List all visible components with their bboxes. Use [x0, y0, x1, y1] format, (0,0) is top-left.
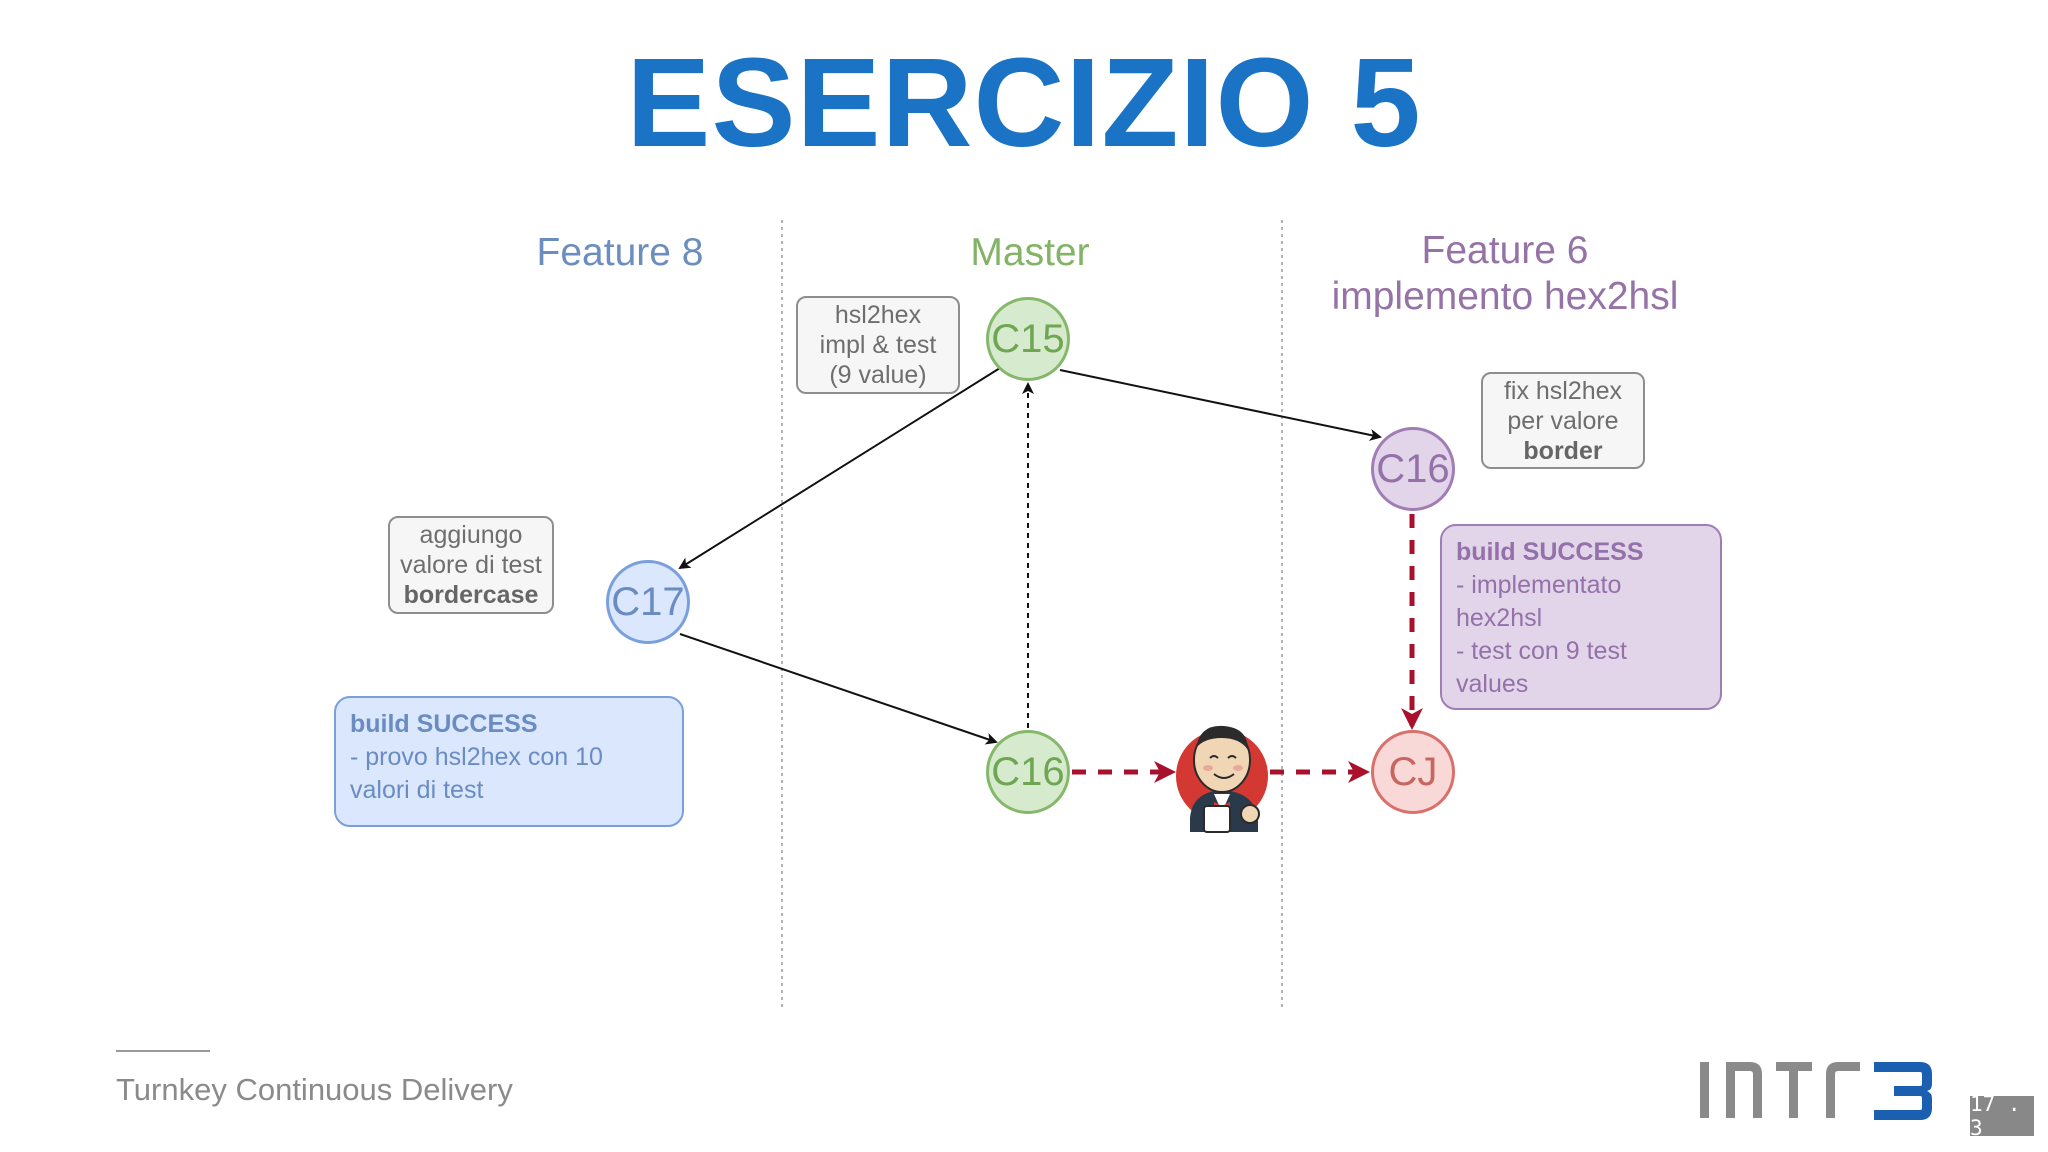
build-result-feature8-line2: valori di test — [350, 776, 484, 804]
commit-cj[interactable]: CJ — [1371, 730, 1455, 814]
edge-c15-c16-feature — [1059, 369, 1382, 441]
note-hsl2hex-line1: hsl2hex — [834, 301, 922, 329]
note-hsl2hex-line2: impl & test — [819, 331, 937, 359]
build-result-feature8-head: build SUCCESS — [350, 710, 538, 738]
edge-c15-c17 — [678, 367, 1001, 570]
note-hsl2hex-line3: (9 value) — [829, 361, 927, 389]
build-result-feature8-line1: - provo hsl2hex con 10 — [350, 743, 603, 771]
slide-title: ESERCIZIO 5 — [626, 32, 1422, 173]
jenkins-butler-icon — [1176, 725, 1268, 833]
note-aggiungo-line3: bordercase — [403, 581, 539, 609]
lane-label-feature8: Feature 8 — [536, 231, 704, 274]
footer-rule — [116, 1050, 210, 1052]
build-result-feature6-line4: values — [1456, 670, 1529, 698]
intr3-logo — [1700, 1062, 1932, 1120]
commit-c16-master[interactable]: C16 — [986, 730, 1070, 814]
note-fix-line3: border — [1523, 436, 1603, 465]
note-aggiungo-line2: valore di test — [400, 551, 542, 579]
note-aggiungo-line1: aggiungo — [419, 521, 523, 549]
note-fix-line2: per valore — [1507, 406, 1619, 435]
build-result-feature6-line2: hex2hsl — [1456, 604, 1543, 632]
commit-c15[interactable]: C15 — [986, 297, 1070, 381]
commit-c16-feature6[interactable]: C16 — [1371, 427, 1455, 511]
build-result-feature6-line3: - test con 9 test — [1456, 637, 1627, 665]
lane-label-feature6: Feature 6 implemento hex2hsl — [1300, 228, 1710, 320]
build-result-feature8: build SUCCESS - provo hsl2hex con 10 val… — [334, 696, 684, 827]
edge-c17-c16 — [679, 633, 998, 745]
note-fix-hsl2hex: fix hsl2hex per valore border — [1481, 372, 1645, 469]
lane-label-master: Master — [970, 231, 1090, 274]
page-number: 17 . 3 — [1970, 1092, 2034, 1140]
build-result-feature6-line1: - implementato — [1456, 571, 1622, 599]
build-result-feature6: build SUCCESS - implementato hex2hsl - t… — [1440, 524, 1722, 710]
lane-label-feature6-line2: implemento hex2hsl — [1331, 275, 1679, 318]
commit-c17[interactable]: C17 — [606, 560, 690, 644]
note-fix-line1: fix hsl2hex — [1503, 376, 1623, 405]
note-hsl2hex: hsl2hex impl & test (9 value) — [796, 296, 960, 394]
build-result-feature6-head: build SUCCESS — [1456, 538, 1644, 566]
footer-text: Turnkey Continuous Delivery — [116, 1072, 513, 1107]
note-aggiungo: aggiungo valore di test bordercase — [388, 516, 554, 614]
lane-label-feature6-line1: Feature 6 — [1421, 229, 1589, 272]
